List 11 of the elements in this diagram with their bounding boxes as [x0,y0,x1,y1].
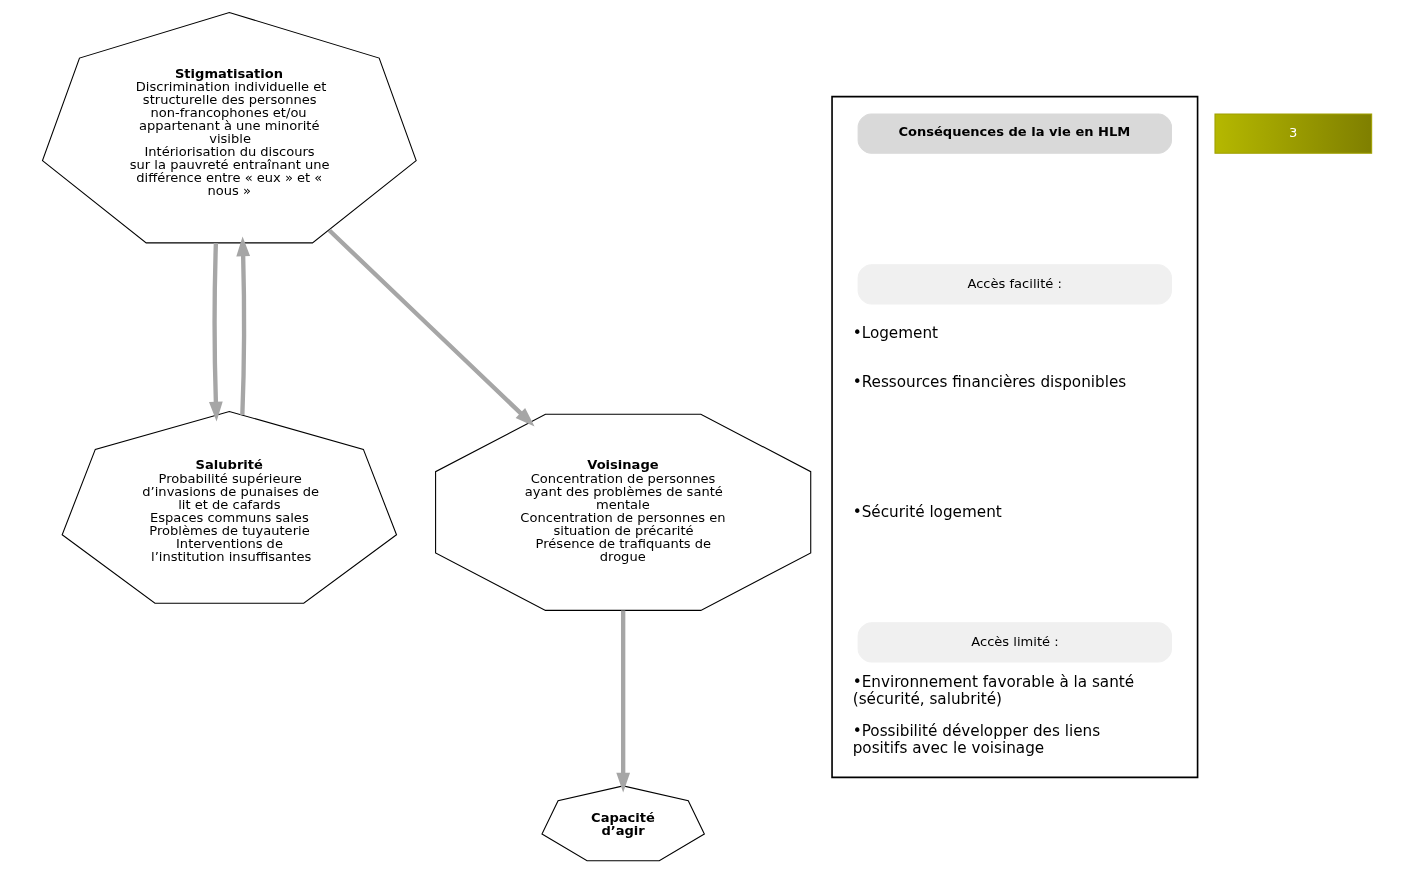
arrow [615,610,630,793]
node-box: 3 [1213,113,1372,154]
label: •Sécurité logement [852,502,1002,521]
node-box: Conséquences de la vie en HLM [857,113,1172,154]
arrow [235,236,250,415]
label: •Ressources financières disponibles [852,372,1126,391]
cluster [830,95,1198,779]
arrow [327,228,535,427]
arrow [208,243,223,422]
label: •Logement [852,323,938,342]
label: •Possibilité développer des liens positifs avec le voisinage [852,722,1100,757]
